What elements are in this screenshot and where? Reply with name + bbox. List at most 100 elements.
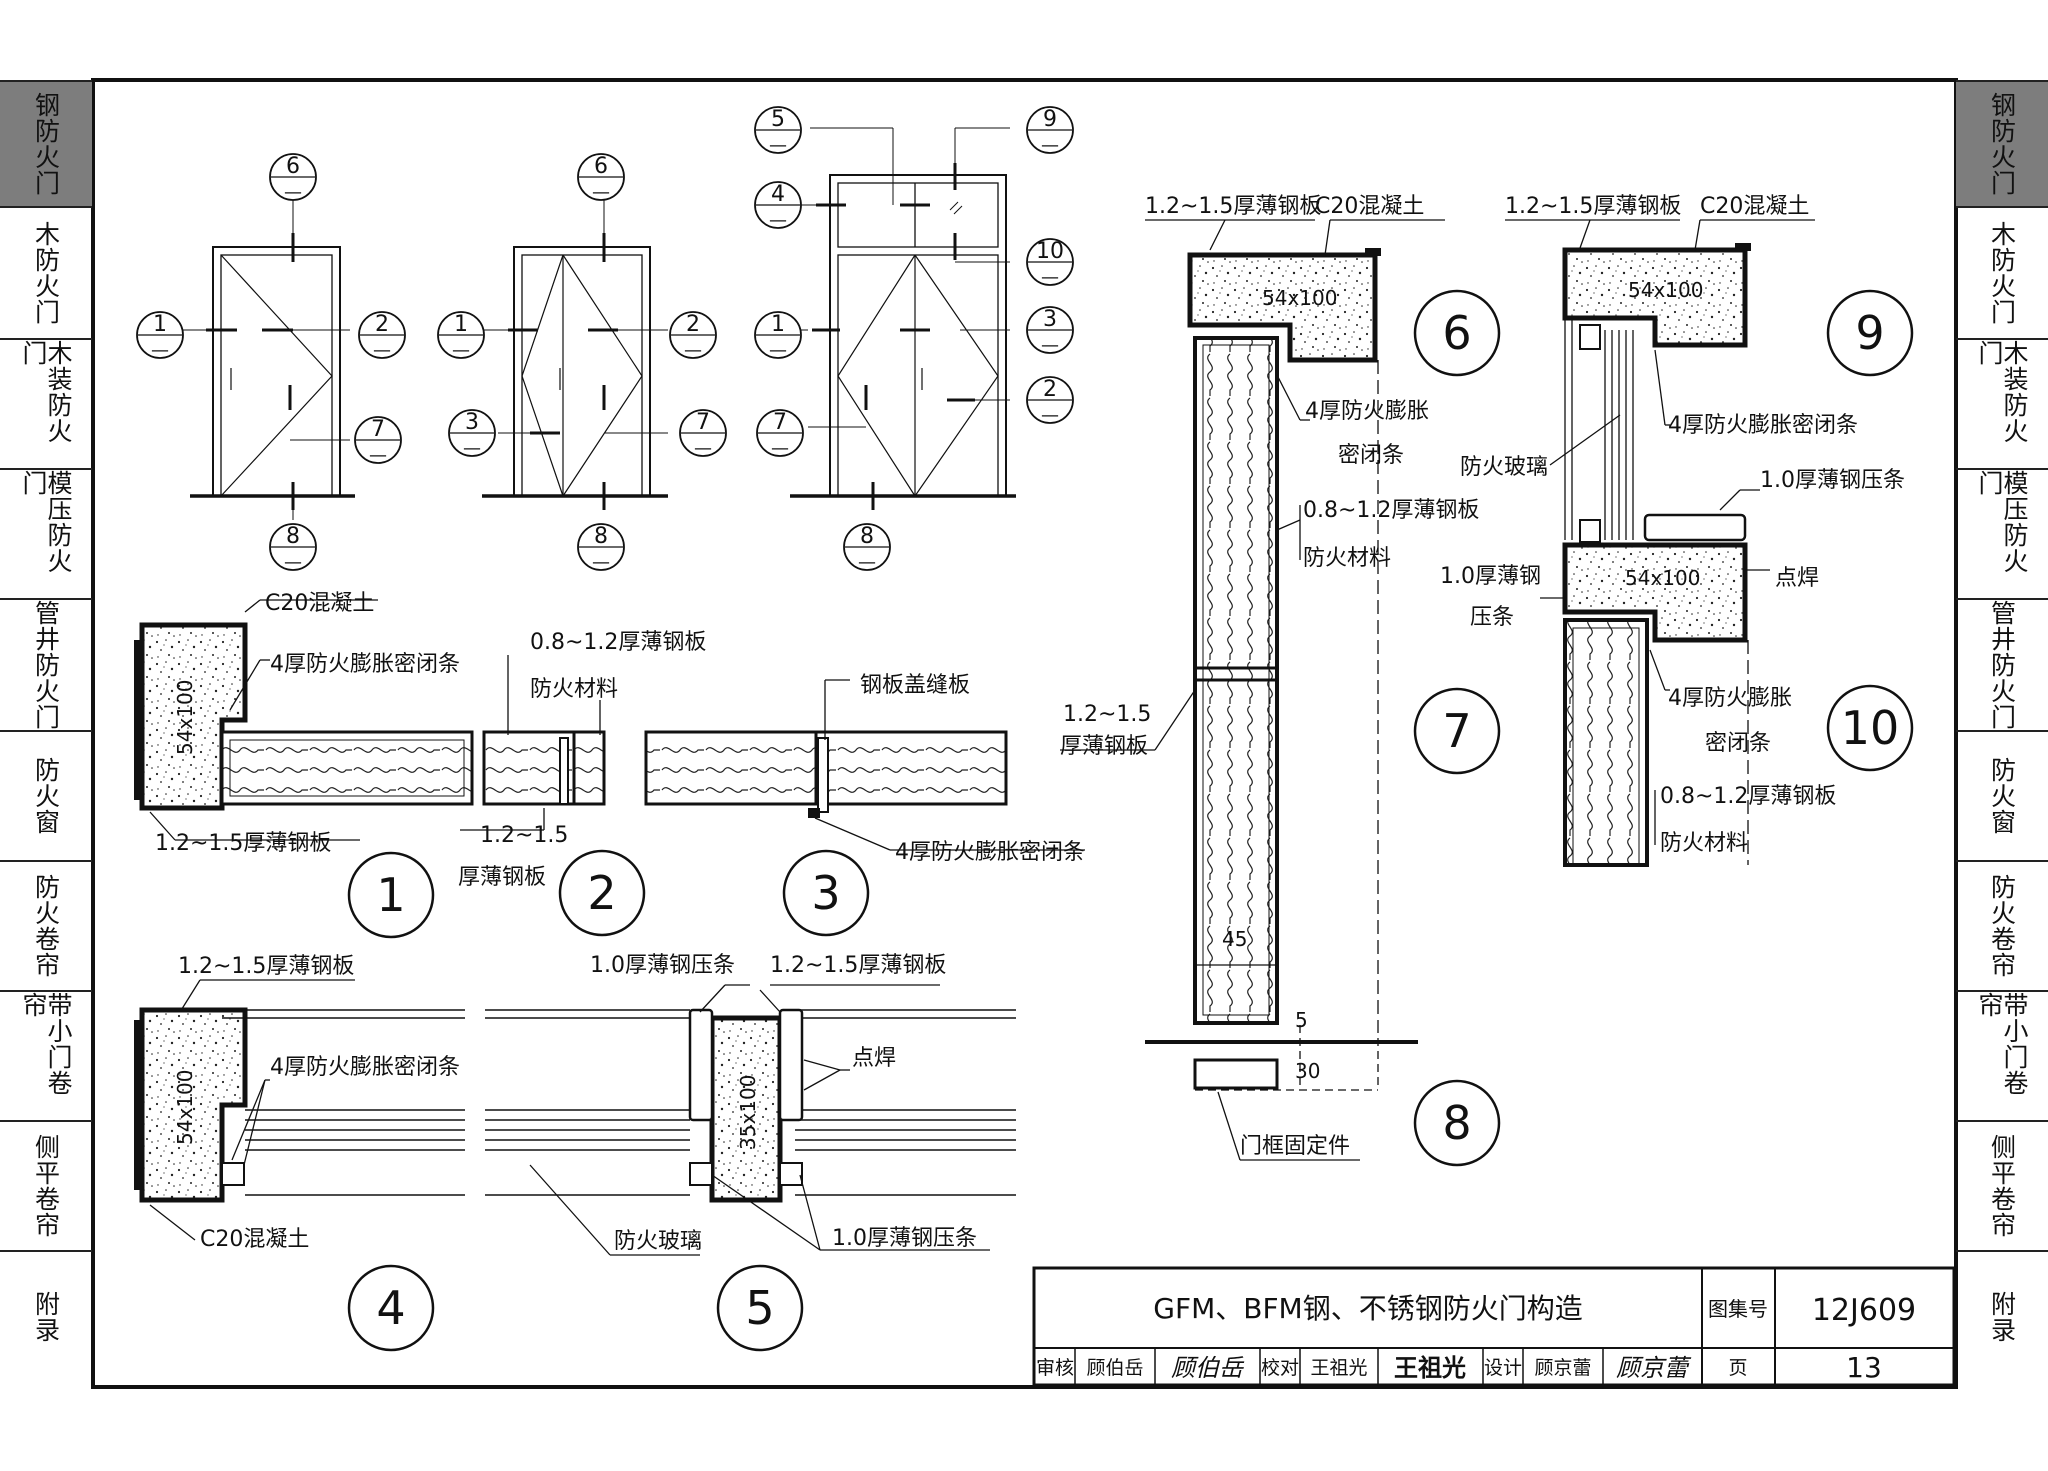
callout-2: 2 — [686, 312, 700, 337]
tab-label: 防火窗 — [1987, 757, 2017, 835]
tab-label: 防火卷帘 — [31, 874, 61, 978]
label-seal: 4厚防火膨胀密闭条 — [895, 840, 1085, 865]
callout-dash: — — [463, 438, 481, 459]
checker-signature: 王祖光 — [1394, 1354, 1466, 1382]
callout-1: 1 — [771, 312, 785, 337]
dim-30: 30 — [1295, 1059, 1320, 1083]
label-steel-12: 1.2~1.5厚薄钢板 — [178, 954, 354, 979]
designer-name: 顾京蕾 — [1534, 1357, 1591, 1379]
section-9-10 — [1505, 219, 1815, 867]
label-frame-anchor: 门框固定件 — [1240, 1134, 1350, 1159]
tab-label: 侧平卷帘 — [31, 1134, 61, 1238]
label-fire-glass: 防火玻璃 — [614, 1229, 702, 1254]
tab-appendix[interactable]: 附录 — [0, 1252, 92, 1382]
tab-label: 附录 — [31, 1291, 61, 1343]
callout-8: 8 — [860, 524, 874, 549]
callout-dash: — — [1041, 267, 1059, 288]
callout-dash: — — [769, 135, 787, 156]
callout-dash: — — [684, 340, 702, 361]
tab-wood-fire-door[interactable]: 木防火门 — [0, 208, 92, 340]
detail-number-1: 1 — [376, 868, 405, 922]
label-seal-b: 密闭条 — [1338, 443, 1404, 468]
label-c20: C20混凝土 — [200, 1227, 309, 1252]
label-seal: 4厚防火膨胀密闭条 — [270, 652, 460, 677]
label-steel-12: 1.2~1.5厚薄钢板 — [1145, 194, 1321, 219]
callout-dash: — — [369, 445, 387, 466]
callout-2: 2 — [1043, 377, 1057, 402]
check-label: 校对 — [1261, 1357, 1299, 1379]
tab-label: 防火卷帘 — [1987, 874, 2017, 978]
label-c20: C20混凝土 — [1700, 194, 1809, 219]
callout-dash: — — [771, 438, 789, 459]
tab-shaft-fire-door[interactable]: 管井防火门 — [1956, 600, 2048, 732]
tab-label: 侧平卷帘 — [1987, 1134, 2017, 1238]
elevation-double-door — [478, 200, 668, 510]
detail-number-6: 6 — [1442, 306, 1471, 360]
label-steel-08: 0.8~1.2厚薄钢板 — [530, 630, 706, 655]
tab-steel-fire-door[interactable]: 钢防火门 — [1956, 80, 2048, 208]
title-block — [1032, 1266, 1956, 1387]
label-strip: 1.0厚薄钢压条 — [832, 1226, 977, 1251]
label-steel-12b: 厚薄钢板 — [1060, 734, 1148, 759]
callout-dash: — — [694, 438, 712, 459]
dim-45: 45 — [1222, 927, 1247, 951]
label-steel-12: 1.2~1.5厚薄钢板 — [155, 831, 331, 856]
tab-appendix[interactable]: 附录 — [1956, 1252, 2048, 1382]
callout-7: 7 — [696, 410, 710, 435]
label-fire-material: 防火材料 — [1303, 546, 1391, 571]
section-4-5 — [134, 979, 1016, 1256]
label-seal-a: 4厚防火膨胀 — [1668, 686, 1792, 711]
callout-dashes: — — — — — — — — — — — — — — — — — — — — — [151, 135, 1059, 573]
tab-molded-fire-door[interactable]: 模压防火门 — [1956, 470, 2048, 600]
tab-label: 木防火门 — [31, 221, 61, 325]
tab-side-shutter[interactable]: 侧平卷帘 — [1956, 1122, 2048, 1252]
tab-fire-shutter[interactable]: 防火卷帘 — [0, 862, 92, 992]
designer-signature: 顾京蕾 — [1616, 1354, 1692, 1382]
checker-name: 王祖光 — [1310, 1357, 1367, 1379]
callout-5: 5 — [771, 107, 785, 132]
tab-wood-clad-fire-door[interactable]: 木装防火门 — [1956, 340, 2048, 470]
tab-label: 模压防火门 — [1975, 470, 2029, 574]
tab-fire-window[interactable]: 防火窗 — [0, 732, 92, 862]
callout-3: 3 — [465, 410, 479, 435]
tab-shutter-with-door[interactable]: 带小门卷帘 — [1956, 992, 2048, 1122]
label-strip-a: 1.0厚薄钢 — [1440, 564, 1541, 589]
tab-label: 模压防火门 — [19, 470, 73, 574]
tab-shaft-fire-door[interactable]: 管井防火门 — [0, 600, 92, 732]
design-label: 设计 — [1484, 1357, 1522, 1379]
drawing-title: GFM、BFM钢、不锈钢防火门构造 — [1153, 1292, 1582, 1325]
tab-fire-shutter[interactable]: 防火卷帘 — [1956, 862, 2048, 992]
callout-dash: — — [1041, 135, 1059, 156]
callout-3: 3 — [1043, 307, 1057, 332]
dim-54x100: 54x100 — [1628, 278, 1703, 302]
detail-number-4: 4 — [376, 1281, 405, 1335]
sheet-border — [91, 78, 1958, 1389]
atlas-label: 图集号 — [1708, 1297, 1768, 1321]
tab-label: 附录 — [1987, 1291, 2017, 1343]
tab-fire-window[interactable]: 防火窗 — [1956, 732, 2048, 862]
callout-numbers: 6 1 2 7 8 1 2 6 3 7 8 5 9 4 10 1 3 2 7 8 — [153, 107, 1064, 549]
tab-steel-fire-door[interactable]: 钢防火门 — [0, 80, 92, 208]
callout-dash: — — [452, 340, 470, 361]
callout-8: 8 — [594, 524, 608, 549]
dim-35x100: 35x100 — [736, 1075, 760, 1150]
label-seal-b: 密闭条 — [1705, 731, 1771, 756]
tab-label: 木防火门 — [1987, 221, 2017, 325]
callout-9: 9 — [1043, 107, 1057, 132]
callout-dash: — — [1041, 335, 1059, 356]
title-block-text: GFM、BFM钢、不锈钢防火门构造 图集号 12J609 审核 顾伯岳 顾伯岳 … — [1036, 1292, 1916, 1384]
callout-10: 10 — [1036, 239, 1064, 264]
callout-6: 6 — [594, 154, 608, 179]
tab-wood-clad-fire-door[interactable]: 木装防火门 — [0, 340, 92, 470]
callout-7: 7 — [371, 417, 385, 442]
tab-wood-fire-door[interactable]: 木防火门 — [1956, 208, 2048, 340]
label-cover-plate: 钢板盖缝板 — [860, 673, 970, 698]
tab-molded-fire-door[interactable]: 模压防火门 — [0, 470, 92, 600]
section-6-7-8 — [1060, 219, 1445, 1161]
tab-shutter-with-door[interactable]: 带小门卷帘 — [0, 992, 92, 1122]
tab-side-shutter[interactable]: 侧平卷帘 — [0, 1122, 92, 1252]
label-steel-12: 1.2~1.5厚薄钢板 — [770, 953, 946, 978]
callout-1: 1 — [454, 312, 468, 337]
page-label: 页 — [1728, 1357, 1747, 1379]
label-fire-material: 防火材料 — [1660, 831, 1748, 856]
